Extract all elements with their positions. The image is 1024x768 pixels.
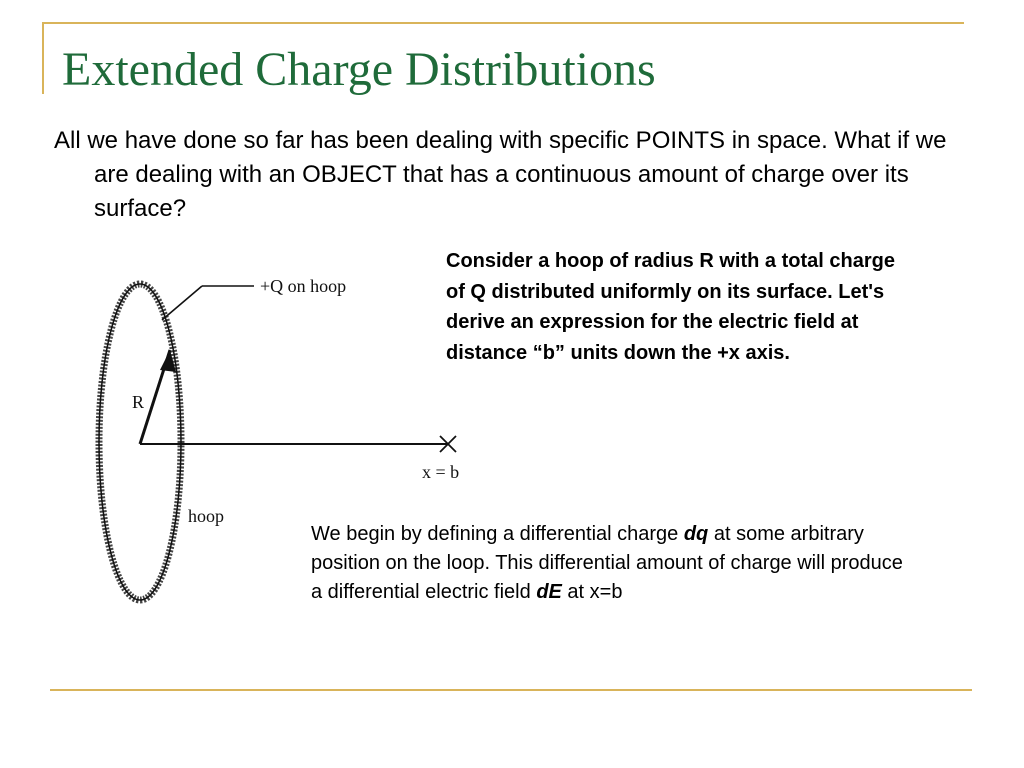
hoop-label: hoop bbox=[188, 506, 224, 526]
dE-term: dE bbox=[536, 581, 562, 603]
radius-label: R bbox=[132, 392, 144, 412]
slide-title: Extended Charge Distributions bbox=[62, 43, 656, 96]
left-rule bbox=[42, 22, 44, 94]
differential-text-1: We begin by defining a differential char… bbox=[311, 523, 684, 545]
dq-term: dq bbox=[683, 523, 709, 545]
point-marker-x bbox=[439, 435, 457, 453]
differential-paragraph: We begin by defining a differential char… bbox=[311, 520, 911, 607]
hoop-description: Consider a hoop of radius R with a total… bbox=[446, 250, 895, 364]
point-label: x = b bbox=[422, 462, 459, 482]
hoop-diagram: +Q on hoop R x = b hoop bbox=[95, 276, 459, 604]
differential-text-3: at x=b bbox=[561, 581, 623, 603]
top-rule bbox=[42, 22, 964, 24]
charge-leader-line bbox=[161, 285, 203, 321]
bottom-rule bbox=[50, 689, 972, 691]
charge-label: +Q on hoop bbox=[260, 276, 346, 296]
intro-paragraph: All we have done so far has been dealing… bbox=[54, 127, 947, 222]
differential-text-2: at some arbitrary position on the loop. … bbox=[311, 523, 903, 603]
